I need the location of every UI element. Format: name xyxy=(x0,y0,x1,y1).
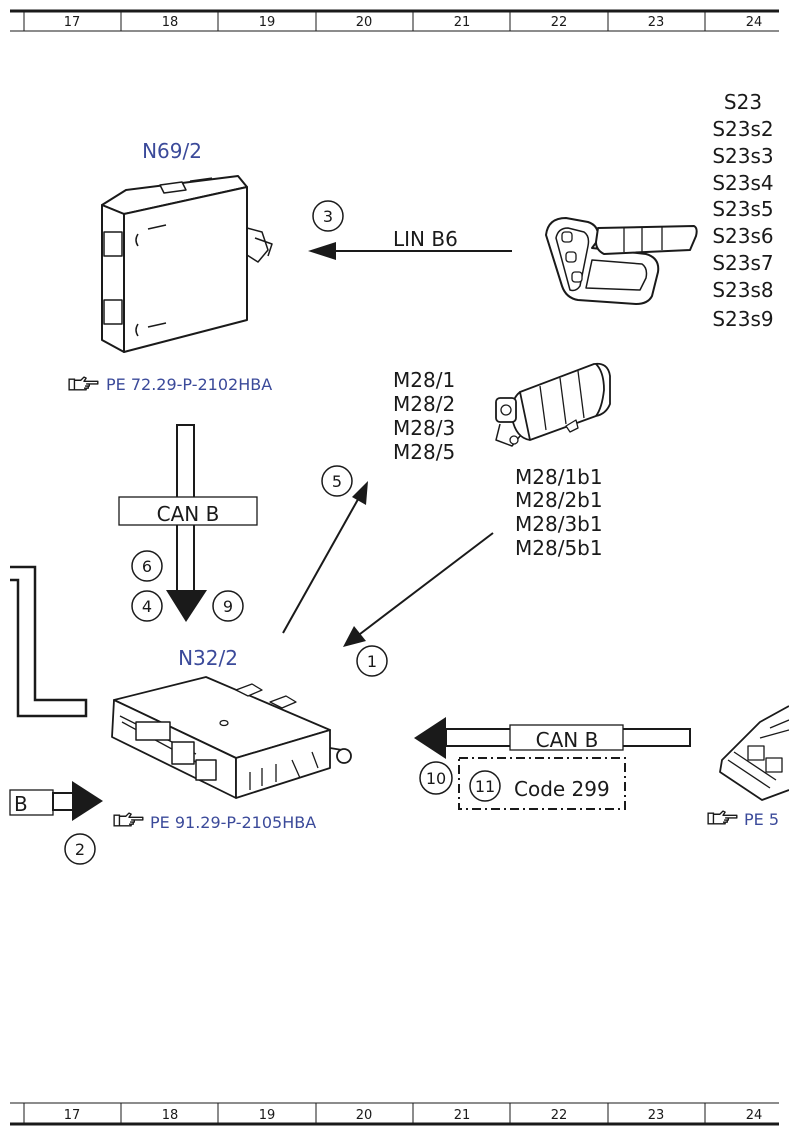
motor-labels: M28/1 M28/2 M28/3 M28/5 xyxy=(393,368,455,464)
switch-label: S23s8 xyxy=(712,278,773,302)
grid-column-label: 18 xyxy=(162,15,179,30)
pointing-hand-icon xyxy=(707,810,738,825)
callout-6: 6 xyxy=(131,550,163,582)
can-b-right-connection: CAN B xyxy=(414,717,691,759)
grid-column-label: 19 xyxy=(259,1108,276,1123)
grid-column-label: 24 xyxy=(746,1108,763,1123)
sensor-feedback-arrow xyxy=(343,532,494,647)
n32-2-module-drawing xyxy=(111,676,352,799)
lin-b6-connection: LIN B6 xyxy=(308,227,512,260)
motor-label: M28/3 xyxy=(393,416,455,440)
pointing-hand-icon xyxy=(68,376,99,391)
motor-label: M28/1 xyxy=(393,368,455,392)
callout-1: 1 xyxy=(356,645,388,677)
switch-label: S23s2 xyxy=(712,117,773,141)
callout-10: 10 xyxy=(419,761,453,795)
callout-4: 4 xyxy=(131,590,163,622)
code-299-box: 11 Code 299 xyxy=(458,757,626,810)
can-b-left-partial-label: B xyxy=(14,792,28,816)
svg-text:4: 4 xyxy=(142,597,152,616)
grid-column-label: 21 xyxy=(454,15,471,30)
n69-2-module-drawing xyxy=(101,175,273,353)
switch-label: S23s6 xyxy=(712,224,773,248)
right-partial-reference[interactable]: PE 5 xyxy=(707,810,779,829)
callout-2: 2 xyxy=(64,833,96,865)
right-partial-module-drawing xyxy=(719,705,789,801)
grid-column-label: 22 xyxy=(551,1108,568,1123)
motor-label: M28/5 xyxy=(393,440,455,464)
switch-label: S23s4 xyxy=(712,171,773,195)
top-grid-ruler: 17 18 19 20 21 22 23 24 xyxy=(10,9,779,32)
svg-text:3: 3 xyxy=(323,207,333,226)
motor-command-arrow xyxy=(282,481,368,634)
motor-drawing xyxy=(495,362,611,447)
n69-2-reference[interactable]: PE 72.29-P-2102HBA xyxy=(68,375,272,394)
grid-column-label: 23 xyxy=(648,15,665,30)
n32-2-reference[interactable]: PE 91.29-P-2105HBA xyxy=(113,812,316,832)
sensor-label: M28/1b1 xyxy=(515,465,603,489)
svg-text:1: 1 xyxy=(367,652,377,671)
callout-9: 9 xyxy=(212,590,244,622)
grid-column-label: 24 xyxy=(746,15,763,30)
can-b-right-label: CAN B xyxy=(536,728,599,752)
switch-label: S23 xyxy=(724,90,762,114)
grid-column-label: 20 xyxy=(356,15,373,30)
switch-label: S23s3 xyxy=(712,144,773,168)
sensor-label: M28/5b1 xyxy=(515,536,603,560)
grid-column-label: 18 xyxy=(162,1108,179,1123)
grid-column-label: 17 xyxy=(64,15,81,30)
seat-switch-drawing xyxy=(545,217,698,305)
can-b-vertical-label: CAN B xyxy=(157,502,220,526)
switch-labels: S23 S23s2 S23s3 S23s4 S23s5 S23s6 S23s7 … xyxy=(712,90,773,331)
n69-2-label: N69/2 xyxy=(142,139,202,163)
grid-column-label: 22 xyxy=(551,15,568,30)
svg-text:2: 2 xyxy=(75,840,85,859)
right-partial-reference-text[interactable]: PE 5 xyxy=(744,810,779,829)
callout-11-number: 11 xyxy=(475,777,495,796)
switch-label: S23s5 xyxy=(712,197,773,221)
code-299-label: Code 299 xyxy=(514,777,610,801)
n32-2-reference-text[interactable]: PE 91.29-P-2105HBA xyxy=(150,813,316,832)
grid-column-label: 23 xyxy=(648,1108,665,1123)
callout-5: 5 xyxy=(321,465,353,497)
sensor-label: M28/3b1 xyxy=(515,512,603,536)
callout-11 xyxy=(469,770,501,802)
grid-column-label: 19 xyxy=(259,15,276,30)
pointing-hand-icon xyxy=(113,812,144,827)
grid-column-label: 21 xyxy=(454,1108,471,1123)
grid-column-label: 20 xyxy=(356,1108,373,1123)
switch-label: S23s9 xyxy=(712,307,773,331)
switch-label: S23s7 xyxy=(712,251,773,275)
svg-text:6: 6 xyxy=(142,557,152,576)
sensor-labels: M28/1b1 M28/2b1 M28/3b1 M28/5b1 xyxy=(515,465,603,560)
left-bus-line xyxy=(10,565,88,718)
bottom-grid-ruler: 17 18 19 20 21 22 23 24 xyxy=(10,1102,779,1126)
can-b-left-partial-connection: B xyxy=(9,781,103,821)
n32-2-label: N32/2 xyxy=(178,646,238,670)
svg-text:5: 5 xyxy=(332,472,342,491)
svg-text:10: 10 xyxy=(426,769,446,788)
sensor-label: M28/2b1 xyxy=(515,488,603,512)
motor-label: M28/2 xyxy=(393,392,455,416)
callout-3: 3 xyxy=(312,200,344,232)
n69-2-reference-text[interactable]: PE 72.29-P-2102HBA xyxy=(106,375,272,394)
can-b-vertical-connection: CAN B xyxy=(118,424,258,622)
svg-text:9: 9 xyxy=(223,597,233,616)
grid-column-label: 17 xyxy=(64,1108,81,1123)
lin-b6-label: LIN B6 xyxy=(393,227,458,251)
